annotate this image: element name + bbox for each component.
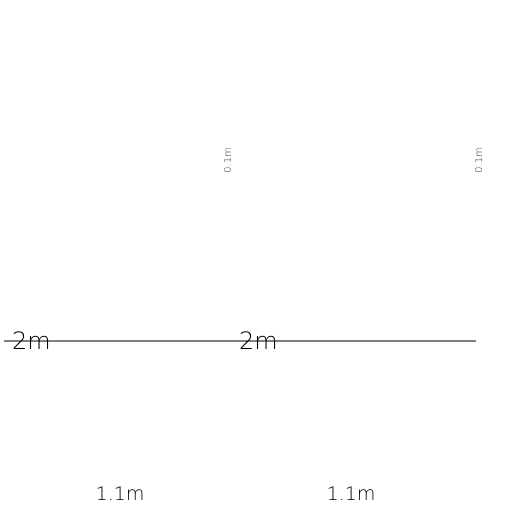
line-label-left: 2m: [12, 327, 51, 355]
vertical-label-center: 0.1m: [223, 147, 234, 173]
bottom-label-left: 1.1m: [96, 483, 145, 505]
vertical-label-right: 0.1m: [474, 147, 485, 173]
bottom-label-right: 1.1m: [327, 483, 376, 505]
line-label-center: 2m: [239, 327, 278, 355]
